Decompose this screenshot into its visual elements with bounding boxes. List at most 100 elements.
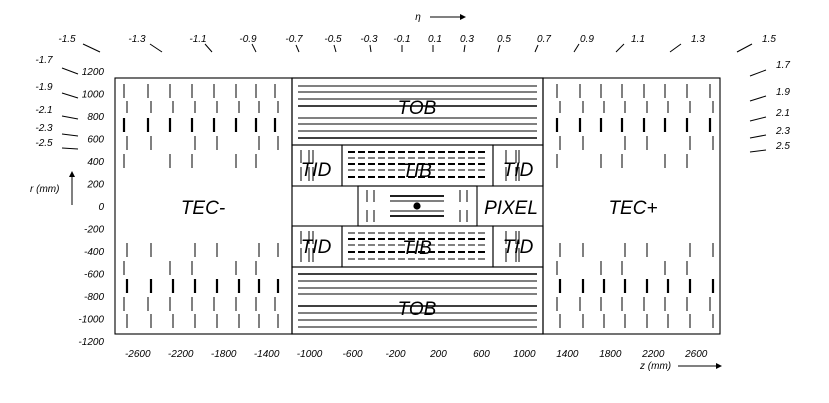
- eta-side-left-label: -2.1: [35, 105, 52, 116]
- z-tick-label: -600: [343, 349, 363, 360]
- r-tick-label: -600: [84, 270, 104, 281]
- z-axis-arrow-head-icon: [716, 363, 722, 369]
- r-tick-label: 800: [87, 112, 104, 123]
- detector-modules: [122, 84, 715, 328]
- eta-direction-line: [149, 43, 163, 53]
- r-tick-label: 0: [98, 202, 104, 213]
- eta-left-labels: -1.7 -1.9 -2.1 -2.3 -2.5: [35, 55, 53, 149]
- eta-side-left-label: -1.9: [35, 82, 53, 93]
- z-tick-label: 2200: [641, 349, 665, 360]
- eta-direction-line: [61, 133, 79, 137]
- eta-side-left-label: -2.5: [35, 138, 53, 149]
- eta-label: 1.1: [631, 34, 645, 45]
- eta-direction-line: [749, 134, 767, 139]
- eta-direction-line: [61, 115, 79, 120]
- tid-bottom-right-box: [492, 225, 544, 268]
- region-label-tob-top: TOB: [398, 98, 437, 119]
- region-label-pixel: PIXEL: [484, 198, 538, 219]
- eta-label: 1.3: [691, 34, 705, 45]
- eta-direction-line: [61, 147, 79, 150]
- eta-direction-line: [749, 116, 767, 122]
- z-tick-label: 1400: [556, 349, 579, 360]
- r-axis-tick-labels: 1200 1000 800 600 400 200 0 -200 -400 -600 -800 -10…: [78, 67, 104, 348]
- eta-side-right-label: 1.7: [776, 60, 790, 71]
- r-tick-label: -200: [84, 225, 104, 236]
- eta-direction-line: [736, 43, 753, 53]
- eta-direction-line: [573, 43, 580, 53]
- eta-arrow-head-icon: [460, 14, 466, 20]
- eta-axis-symbol: η: [415, 12, 421, 23]
- eta-side-right-label: 1.9: [776, 87, 790, 98]
- eta-label: -0.7: [285, 34, 303, 45]
- eta-side-left-label: -2.3: [35, 123, 53, 134]
- eta-direction-line: [749, 69, 767, 77]
- r-axis-arrow-head-icon: [69, 171, 75, 177]
- eta-lines: [61, 43, 767, 153]
- eta-label: 0.7: [537, 34, 551, 45]
- eta-direction-line: [295, 44, 300, 53]
- pixel-box: [357, 185, 478, 227]
- eta-direction-line: [82, 43, 101, 53]
- r-tick-label: 600: [87, 135, 104, 146]
- region-label-tid-bottom-left: TID: [301, 237, 332, 258]
- region-label-tec-minus: TEC-: [181, 198, 225, 219]
- eta-label: -0.3: [360, 34, 378, 45]
- eta-label: -0.1: [393, 34, 410, 45]
- eta-direction-line: [669, 43, 682, 53]
- r-tick-label: 400: [87, 157, 104, 168]
- eta-direction-line: [61, 92, 79, 99]
- r-axis-title: r (mm): [30, 184, 59, 195]
- region-label-tid-top-left: TID: [301, 160, 332, 181]
- r-tick-label: 1000: [82, 90, 105, 101]
- eta-label: 0.1: [428, 34, 442, 45]
- eta-side-right-label: 2.1: [775, 108, 790, 119]
- region-label-tob-bottom: TOB: [398, 299, 437, 320]
- eta-side-right-label: 2.3: [775, 126, 790, 137]
- r-tick-label: -1200: [78, 337, 104, 348]
- eta-label: -1.5: [58, 34, 76, 45]
- tid-top-right-box: [492, 144, 544, 187]
- r-tick-label: 200: [86, 180, 104, 191]
- z-tick-label: 1800: [599, 349, 622, 360]
- eta-direction-line: [369, 44, 372, 53]
- eta-label: -1.3: [128, 34, 146, 45]
- z-tick-label: -2200: [168, 349, 194, 360]
- eta-label: 0.3: [460, 34, 474, 45]
- eta-right-labels: 1.7 1.9 2.1 2.3 2.5: [775, 60, 790, 152]
- eta-direction-line: [204, 43, 213, 53]
- z-tick-label: 1000: [513, 349, 536, 360]
- r-tick-label: 1200: [82, 67, 105, 78]
- eta-direction-line: [463, 44, 466, 53]
- eta-direction-line: [251, 43, 257, 53]
- eta-label: -0.5: [324, 34, 342, 45]
- eta-label: 0.9: [580, 34, 594, 45]
- eta-direction-line: [749, 95, 767, 102]
- z-tick-label: -1400: [254, 349, 280, 360]
- eta-side-right-label: 2.5: [775, 141, 790, 152]
- r-tick-label: -400: [84, 247, 104, 258]
- eta-label: 0.5: [497, 34, 511, 45]
- z-tick-label: -1800: [211, 349, 237, 360]
- eta-direction-line: [615, 43, 625, 53]
- z-tick-label: -1000: [297, 349, 323, 360]
- region-label-tid-top-right: TID: [503, 160, 534, 181]
- eta-label: -0.9: [239, 34, 257, 45]
- eta-top-labels: -1.5 -1.3 -1.1 -0.9 -0.7 -0.5 -0.3 -0.1 0.1 0.3 0.…: [58, 34, 776, 45]
- r-tick-label: -800: [84, 292, 104, 303]
- eta-side-left-label: -1.7: [35, 55, 53, 66]
- z-tick-label: 2600: [684, 349, 708, 360]
- eta-label: -1.1: [189, 34, 206, 45]
- eta-direction-line: [61, 67, 79, 75]
- eta-direction-line: [749, 149, 767, 153]
- eta-direction-line: [534, 44, 539, 53]
- z-tick-label: -2600: [125, 349, 151, 360]
- eta-direction-line: [333, 44, 337, 53]
- eta-direction-line: [497, 44, 501, 53]
- z-tick-label: -200: [386, 349, 406, 360]
- eta-label: 1.5: [762, 34, 776, 45]
- r-tick-label: -1000: [78, 315, 104, 326]
- interaction-point: [413, 202, 421, 210]
